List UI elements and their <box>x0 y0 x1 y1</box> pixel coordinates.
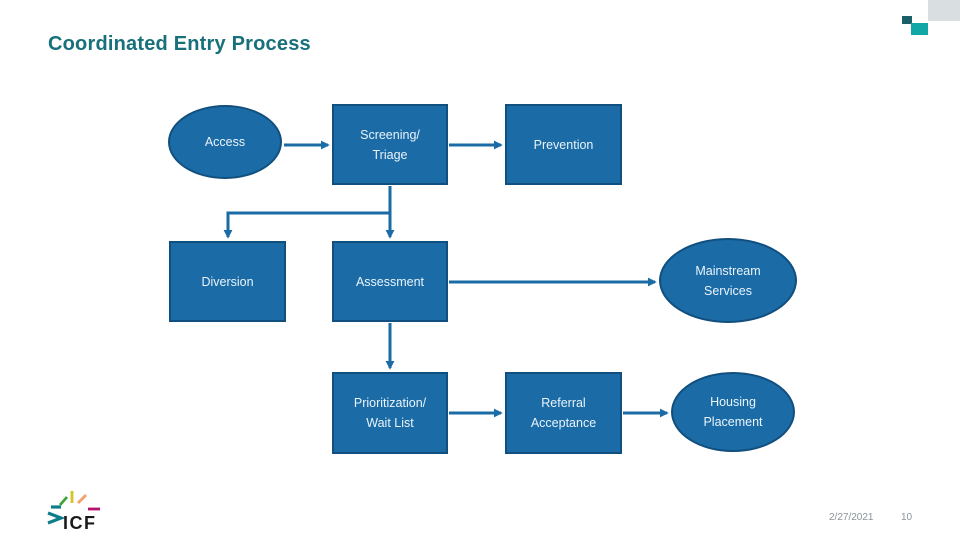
flowchart-node-housing-placement: Housing Placement <box>671 372 795 452</box>
logo-wordmark: ICF <box>63 513 97 532</box>
flowchart-node-assessment: Assessment <box>332 241 448 322</box>
flowchart-node-referral-acceptance: Referral Acceptance <box>505 372 622 454</box>
connector-screening-to-diversion <box>223 211 390 239</box>
flowchart-node-screening-triage: Screening/ Triage <box>332 104 448 185</box>
flowchart-node-prioritization-wait-list: Prioritization/ Wait List <box>332 372 448 454</box>
corner-decor-darkteal-square <box>902 16 912 24</box>
corner-decor-teal-square <box>911 23 928 35</box>
logo-ray-peach-icon <box>77 494 87 504</box>
flowchart-node-prevention: Prevention <box>505 104 622 185</box>
slide-title: Coordinated Entry Process <box>48 33 311 55</box>
flowchart-node-mainstream-services: Mainstream Services <box>659 238 797 323</box>
icf-logo: ICF <box>47 491 100 532</box>
slide-page-number: 10 <box>901 512 913 523</box>
flowchart-node-diversion: Diversion <box>169 241 286 322</box>
logo-ray-green-icon <box>58 496 69 506</box>
flowchart-node-access: Access <box>168 105 282 179</box>
logo-chevron-icon <box>47 511 66 525</box>
corner-decor-gray-rect <box>928 0 960 21</box>
slide-date: 2/27/2021 <box>829 512 874 523</box>
